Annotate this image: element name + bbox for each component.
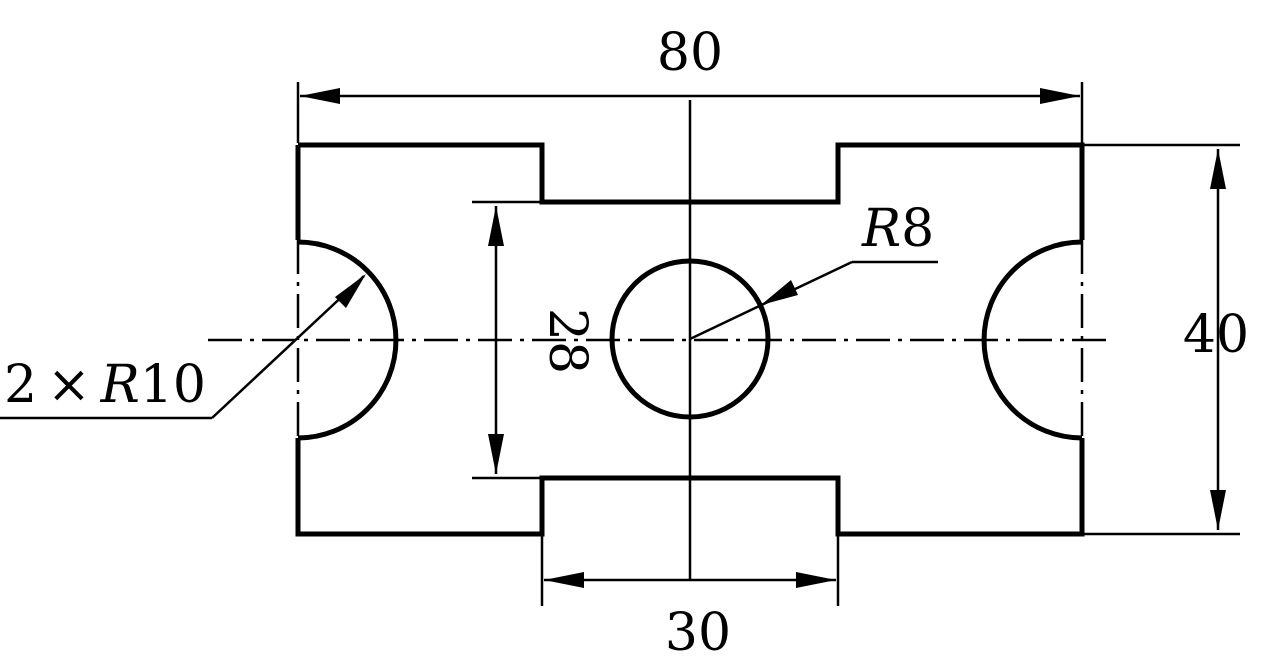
dim-28-arrow-top	[488, 206, 504, 246]
dim-40-label: 40	[1183, 305, 1249, 365]
r10-label-prefix: R	[100, 355, 140, 415]
r8-leader-arrow	[761, 280, 798, 305]
dim-80-arrow-right	[1040, 88, 1080, 104]
dim-40-arrow-top	[1210, 149, 1226, 189]
r10-label-count: 2	[4, 355, 37, 415]
dim-28-arrow-bottom	[488, 434, 504, 474]
dim-30-arrow-right	[796, 572, 836, 588]
dim-28-label: 28	[537, 308, 597, 374]
r10-label-value: 10	[140, 355, 206, 415]
r8-label-prefix: R	[861, 199, 901, 259]
r10-label-times: ×	[47, 355, 91, 415]
r8-label: R8	[861, 199, 934, 259]
r10-leader-arrow	[335, 274, 366, 308]
dim-30-label: 30	[665, 603, 731, 663]
dim-40-arrow-bottom	[1210, 490, 1226, 530]
dim-80-label: 80	[657, 23, 723, 83]
r10-label: 2×R10	[4, 355, 206, 415]
r8-label-value: 8	[901, 199, 934, 259]
dim-80-arrow-left	[300, 88, 340, 104]
dim-30-arrow-left	[544, 572, 584, 588]
